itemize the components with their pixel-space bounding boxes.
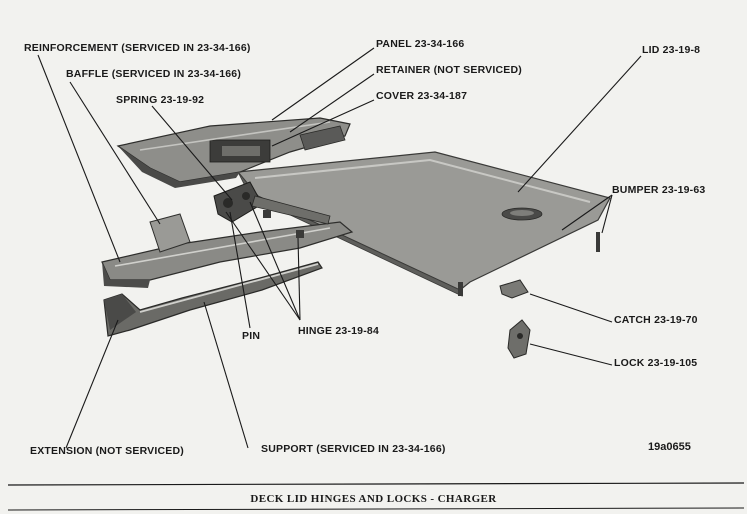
- label-pin: PIN: [242, 330, 261, 342]
- frame-divider: [7, 482, 745, 486]
- lock-part: [507, 319, 531, 359]
- label-bumper: BUMPER 23-19-63: [612, 184, 706, 196]
- frame-bottom: [7, 507, 745, 511]
- reinforcement-assembly: [101, 213, 354, 288]
- label-extension: EXTENSION (NOT SERVICED): [30, 445, 184, 457]
- label-catch: CATCH 23-19-70: [614, 314, 698, 326]
- label-lid: LID 23-19-8: [642, 44, 701, 56]
- label-retainer: RETAINER (NOT SERVICED): [376, 64, 522, 76]
- label-support: SUPPORT (SERVICED IN 23-34-166): [261, 443, 446, 455]
- label-baffle: BAFFLE (SERVICED IN 23-34-166): [66, 68, 242, 80]
- label-panel: PANEL 23-34-166: [376, 38, 465, 50]
- label-lock: LOCK 23-19-105: [614, 357, 698, 369]
- catch-part: [499, 279, 529, 299]
- support-extension: [103, 261, 323, 337]
- cover-retainer: [299, 125, 346, 151]
- leader-lines: [37, 47, 642, 449]
- label-hinge: HINGE 23-19-84: [298, 325, 380, 337]
- label-cover: COVER 23-34-187: [376, 90, 468, 102]
- figure-number: 19a0655: [648, 441, 691, 453]
- label-reinforcement: REINFORCEMENT (SERVICED IN 23-34-166): [24, 42, 251, 54]
- label-spring: SPRING 23-19-92: [116, 94, 205, 106]
- figure-caption: DECK LID HINGES AND LOCKS - CHARGER: [250, 493, 497, 505]
